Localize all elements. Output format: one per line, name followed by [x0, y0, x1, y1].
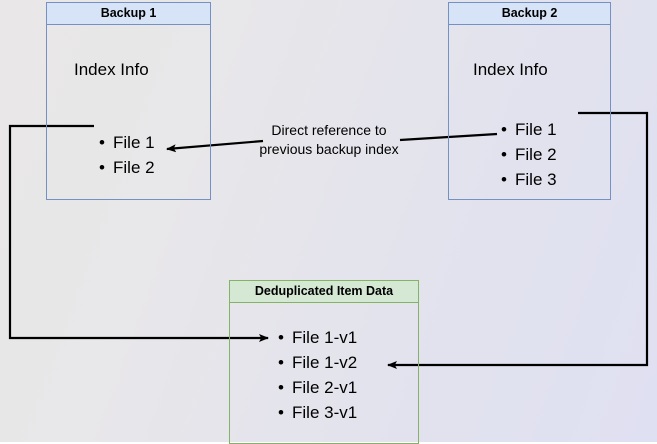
list-item: File 2 [99, 155, 154, 180]
backup-1-index-info-label: Index Info [74, 60, 149, 79]
connector-backup2-to-dedup [387, 111, 649, 369]
backup-2-header: Backup 2 [449, 3, 610, 25]
direct-reference-line-2: previous backup index [259, 141, 399, 157]
connector-backup1-to-dedup [8, 124, 269, 342]
backup-2-box: Backup 2 Index Info File 1 File 2 File 3 [448, 2, 611, 200]
list-item: File 1-v1 [278, 325, 357, 350]
deduplicated-file-list: File 1-v1 File 1-v2 File 2-v1 File 3-v1 [274, 325, 357, 425]
backup-2-index-info-label: Index Info [473, 60, 548, 79]
list-item: File 2-v1 [278, 375, 357, 400]
backup-2-body: Index Info File 1 File 2 File 3 [449, 25, 610, 199]
list-item: File 2 [501, 142, 556, 167]
backup-1-header: Backup 1 [47, 3, 210, 25]
list-item: File 1 [501, 117, 556, 142]
list-item: File 1 [99, 130, 154, 155]
backup-1-file-list: File 1 File 2 [95, 130, 154, 180]
connector-direct-reference-right [166, 139, 264, 153]
deduplicated-item-data-header: Deduplicated Item Data [230, 281, 418, 303]
list-item: File 3-v1 [278, 400, 357, 425]
backup-2-file-list: File 1 File 2 File 3 [497, 117, 556, 192]
direct-reference-line-1: Direct reference to [271, 122, 387, 138]
backup-1-box: Backup 1 Index Info File 1 File 2 [46, 2, 211, 200]
deduplicated-item-data-body: File 1-v1 File 1-v2 File 2-v1 File 3-v1 [230, 303, 418, 443]
backup-1-body: Index Info File 1 File 2 [47, 25, 210, 199]
direct-reference-annotation: Direct reference to previous backup inde… [246, 121, 412, 159]
list-item: File 3 [501, 167, 556, 192]
deduplicated-item-data-box: Deduplicated Item Data File 1-v1 File 1-… [229, 280, 419, 444]
list-item: File 1-v2 [278, 350, 357, 375]
